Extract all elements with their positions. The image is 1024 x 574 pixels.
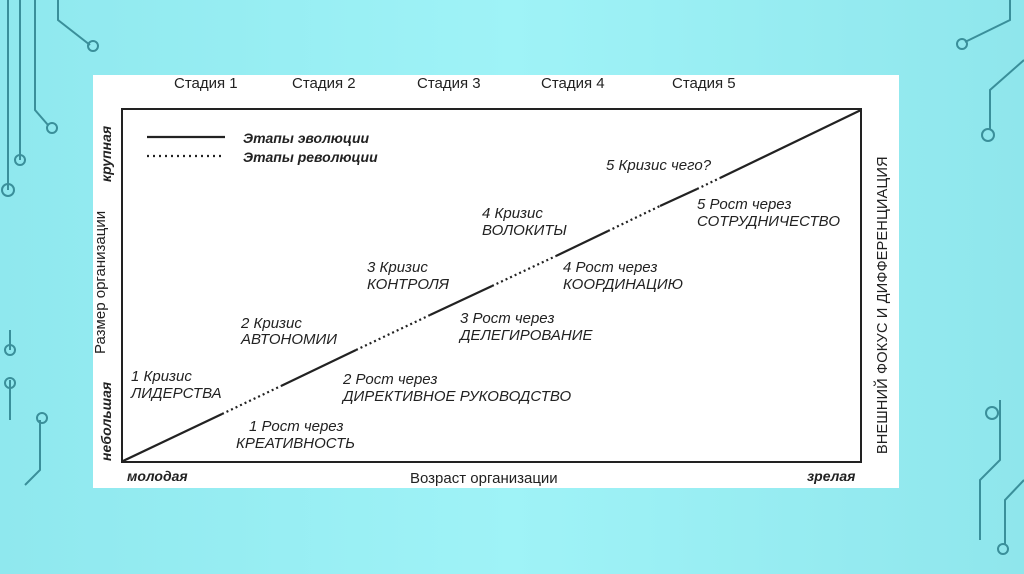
crisis-2-line2: АВТОНОМИИ: [241, 331, 337, 348]
revolution-segment-1: [221, 385, 282, 415]
stage-5-label: Стадия 5: [672, 75, 736, 92]
growth-2-line1: 2 Рост через: [343, 371, 438, 388]
stage-3-label: Стадия 3: [417, 75, 481, 92]
y-axis-low: небольшая: [98, 381, 114, 461]
evolution-segment-6: [719, 109, 862, 179]
y-axis-label: Размер организации: [92, 210, 109, 354]
legend-evolution: Этапы эволюции: [243, 130, 370, 146]
evolution-segment-1: [122, 413, 223, 462]
stage-1-label: Стадия 1: [174, 75, 238, 92]
crisis-3-line2: КОНТРОЛЯ: [367, 276, 450, 293]
growth-5-line1: 5 Рост через: [697, 196, 792, 213]
crisis-4-line1: 4 Кризис: [482, 205, 543, 222]
diagram-card: [93, 75, 899, 488]
diagram-frame: [121, 108, 862, 463]
stage-4-label: Стадия 4: [541, 75, 605, 92]
revolution-segment-2: [355, 314, 431, 351]
crisis-1-line2: ЛИДЕРСТВА: [131, 385, 222, 402]
x-axis-start: молодая: [127, 468, 188, 484]
y-axis-high: крупная: [98, 125, 114, 182]
crisis-3-line1: 3 Кризис: [367, 259, 428, 276]
growth-1-line2: КРЕАТИВНОСТЬ: [236, 435, 356, 452]
evolution-segment-5: [659, 188, 698, 207]
growth-4-line2: КООРДИНАЦИЮ: [563, 276, 683, 293]
growth-2-line2: ДИРЕКТИВНОЕ РУКОВОДСТВО: [343, 388, 572, 405]
growth-1-line1: 1 Рост через: [249, 418, 344, 435]
right-side-label: ВНЕШНИЙ ФОКУС И ДИФФЕРЕНЦИАЦИЯ: [875, 156, 891, 454]
evolution-segment-2: [280, 349, 357, 387]
revolution-segment-3: [491, 255, 557, 287]
crisis-2-line1: 2 Кризис: [241, 315, 302, 332]
legend-revolution: Этапы революции: [243, 149, 378, 165]
evolution-segment-4: [555, 230, 609, 257]
crisis-5-line1: 5 Кризис чего?: [606, 157, 712, 174]
x-axis-label: Возраст организации: [410, 470, 558, 487]
growth-4-line1: 4 Рост через: [563, 259, 658, 276]
growth-5-line2: СОТРУДНИЧЕСТВО: [697, 213, 840, 230]
crisis-1-line1: 1 Кризис: [131, 368, 192, 385]
crisis-4-line2: ВОЛОКИТЫ: [482, 222, 567, 239]
growth-3-line2: ДЕЛЕГИРОВАНИЕ: [460, 327, 593, 344]
growth-3-line1: 3 Рост через: [460, 310, 555, 327]
x-axis-end: зрелая: [807, 468, 856, 484]
stage-2-label: Стадия 2: [292, 75, 356, 92]
revolution-segment-5: [696, 177, 721, 190]
evolution-segment-3: [429, 285, 493, 316]
revolution-segment-4: [607, 205, 661, 232]
